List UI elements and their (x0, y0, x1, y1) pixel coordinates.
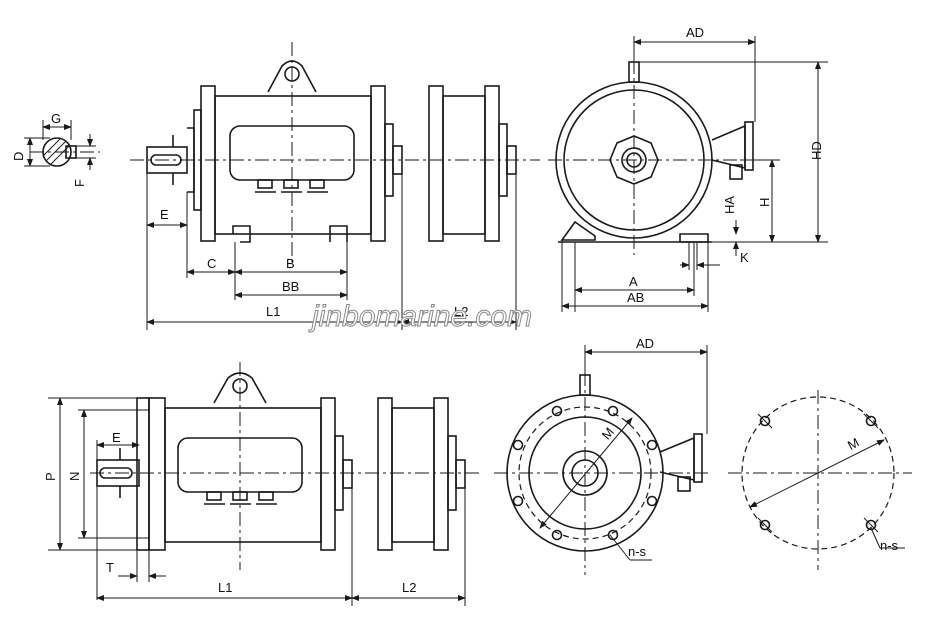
label-e-bottom: E (112, 430, 121, 445)
label-e-top: E (160, 207, 169, 222)
label-ab: AB (627, 290, 644, 305)
label-k: K (740, 250, 749, 265)
top-end-view: AD HD H HA K A AB (548, 25, 828, 312)
label-m-right: M (845, 435, 862, 453)
label-f: F (72, 179, 87, 187)
bolt-circle-view: M n-s (728, 390, 912, 570)
label-bb: BB (282, 279, 299, 294)
bottom-end-view: M AD n-s (494, 336, 712, 575)
bottom-side-view: P N E T L1 (43, 362, 480, 606)
label-ad-bottom: AD (636, 336, 654, 351)
label-a: A (629, 274, 638, 289)
label-hd: HD (809, 141, 824, 160)
label-l2-bottom: L2 (402, 580, 416, 595)
label-h: H (757, 198, 772, 207)
label-d: D (11, 152, 26, 161)
top-side-view: E C B BB L1 (130, 42, 540, 330)
label-n: N (67, 472, 82, 481)
label-l1-bottom: L1 (218, 580, 232, 595)
label-c: C (207, 256, 216, 271)
bottom-extension-view: L2 (351, 397, 466, 606)
flange-bolt-holes (512, 405, 658, 541)
watermark: jinbomarine.com (308, 300, 532, 333)
label-p: P (43, 472, 58, 481)
label-ns-left: n-s (628, 544, 647, 559)
label-b: B (286, 256, 295, 271)
bolt-circle-holes (757, 413, 879, 533)
top-extension-view: L2 (401, 85, 517, 330)
label-t: T (106, 560, 114, 575)
label-ha: HA (722, 196, 737, 214)
label-ad-top: AD (686, 25, 704, 40)
label-g: G (51, 111, 61, 126)
label-l1-top: L1 (266, 304, 280, 319)
shaft-key-section: G D F (11, 111, 100, 187)
label-l2-top: L2 (454, 304, 468, 319)
label-ns-right: n-s (880, 538, 899, 553)
